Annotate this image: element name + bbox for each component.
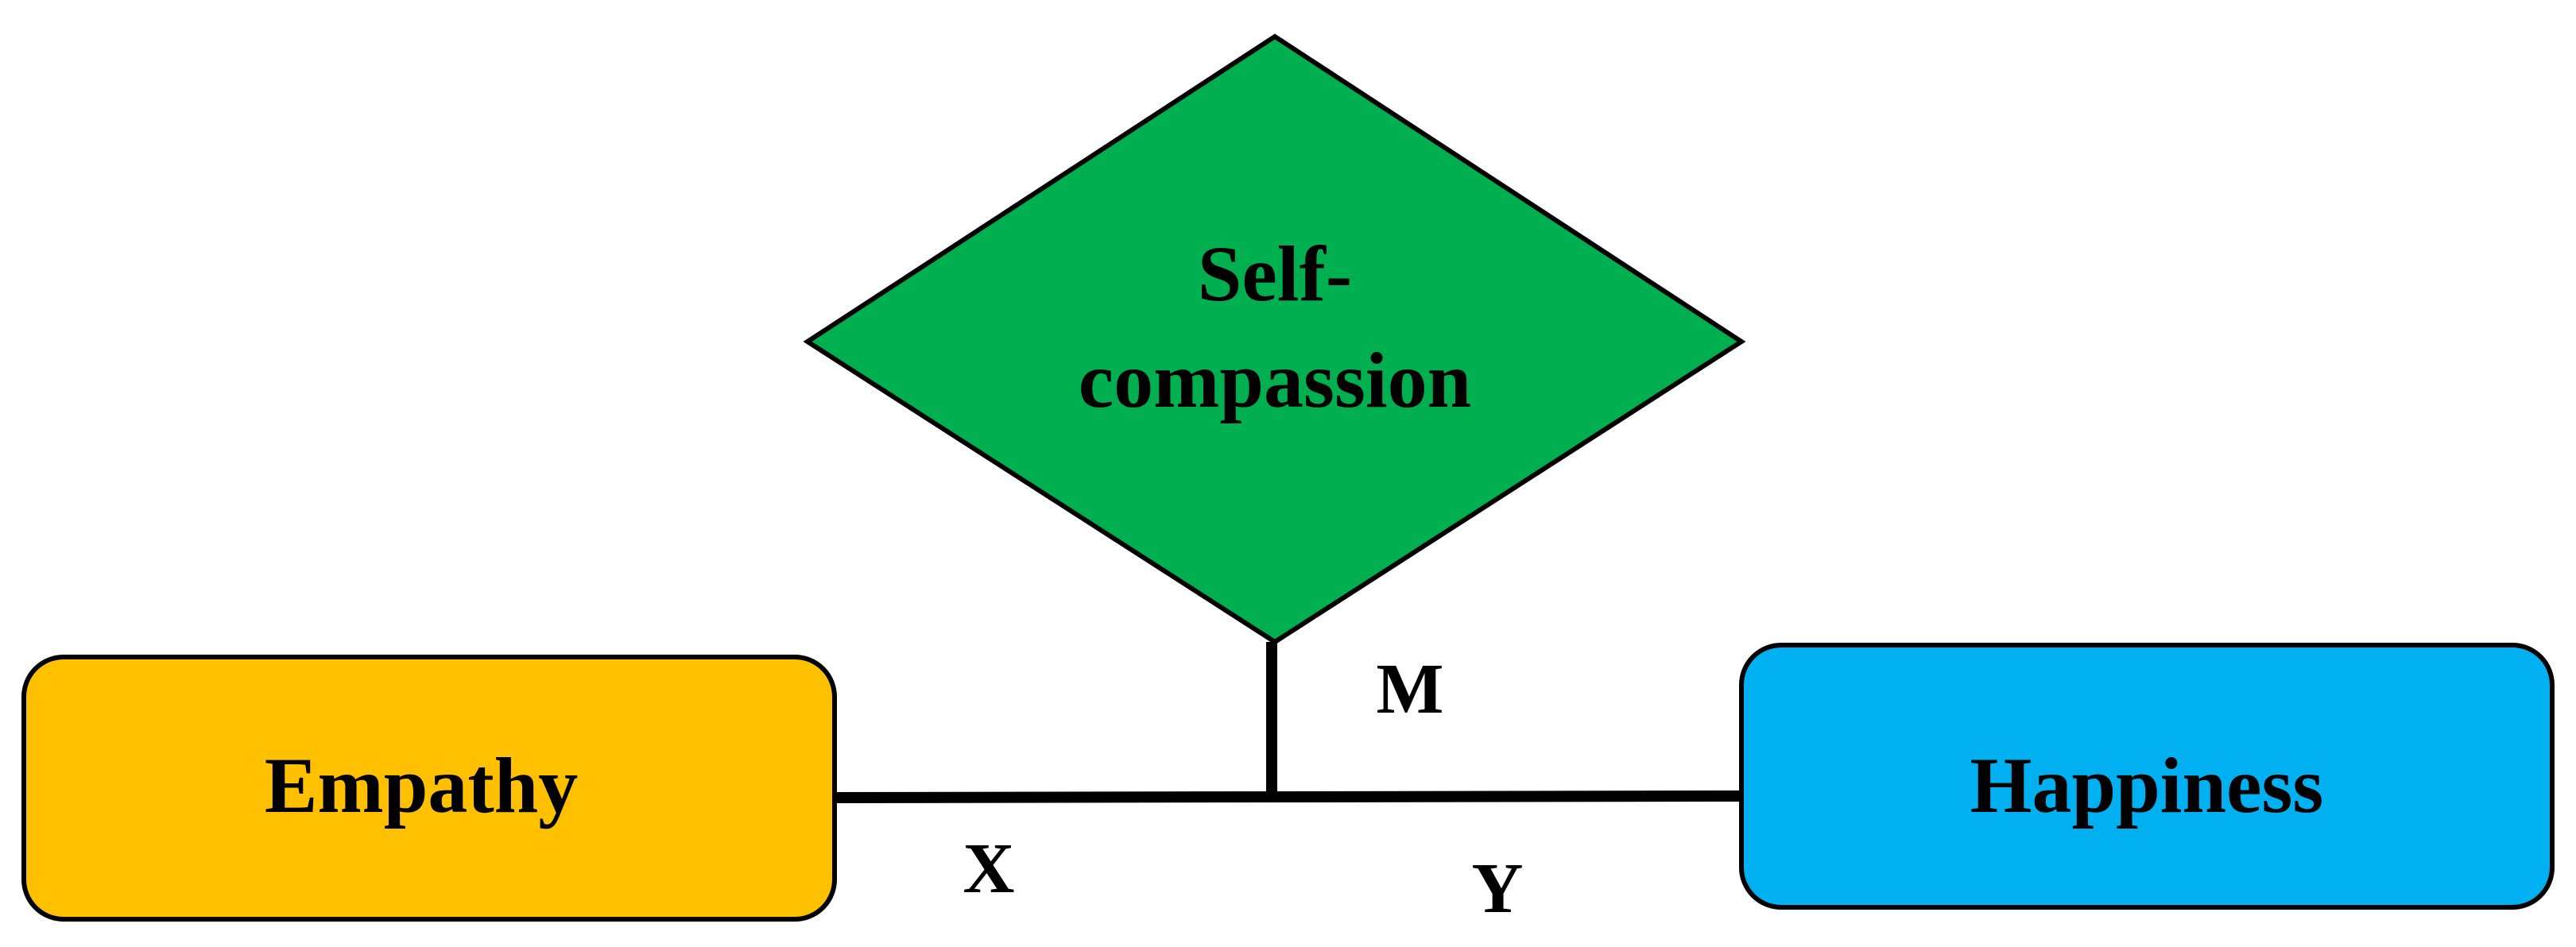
empathy-box [21, 655, 837, 922]
happiness-box [1739, 643, 2555, 910]
happiness-label: Happiness [1970, 741, 2324, 829]
self-compassion-node: Self- compassion [803, 33, 1746, 645]
path-label-x: X [963, 829, 1015, 908]
path-label-m: M [1377, 650, 1444, 729]
empathy-node: Empathy [21, 655, 837, 922]
self-compassion-label-line1: Self- [1198, 230, 1352, 318]
empathy-to-happiness-arrow [834, 790, 1740, 803]
path-label-y: Y [1472, 849, 1524, 928]
empathy-label: Empathy [265, 741, 579, 829]
self-compassion-label-line2: compassion [1079, 336, 1472, 424]
happiness-node: Happiness [1739, 643, 2555, 910]
